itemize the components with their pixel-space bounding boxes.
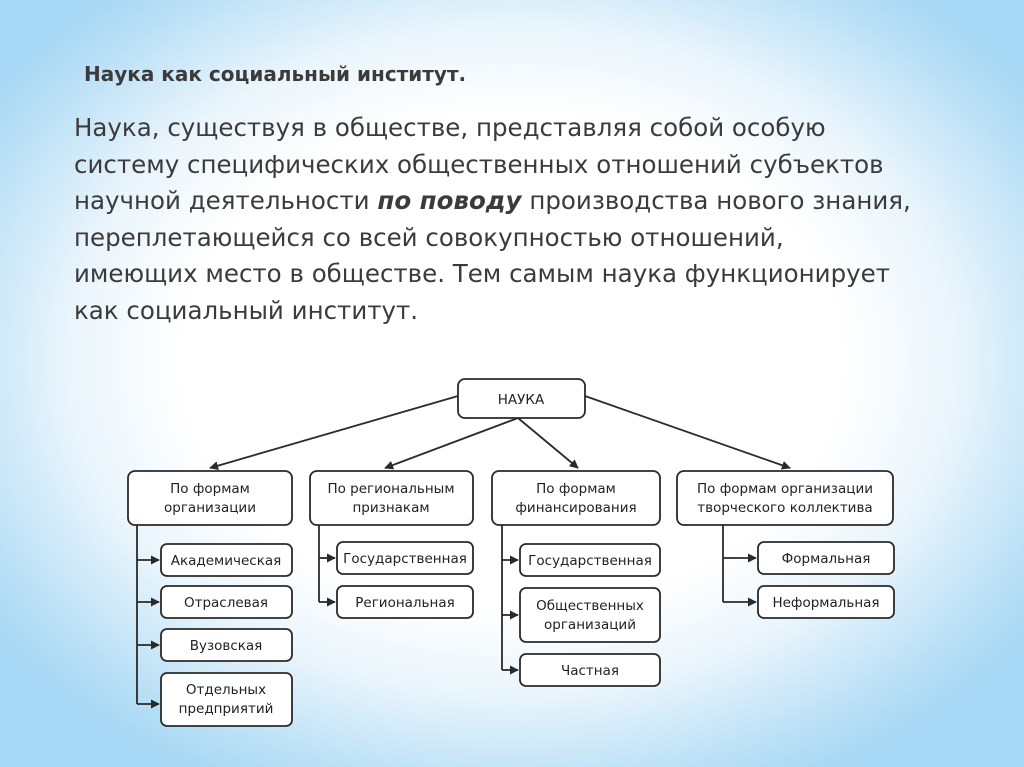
- category-title-line-1: По региональным: [327, 481, 454, 497]
- category-title-line-2: творческого коллектива: [697, 500, 872, 516]
- leaf-node-academic: Академическая: [160, 543, 293, 577]
- category-organization-forms: По формам организации Академическая Отра…: [127, 470, 293, 727]
- leaf-node-private: Частная: [519, 653, 661, 687]
- category-title-line-1: По формам: [170, 481, 250, 497]
- leaf-node-state: Государственная: [336, 541, 474, 575]
- leaf-label: Региональная: [355, 595, 454, 611]
- leaf-label: Отраслевая: [184, 595, 268, 611]
- category-title-line-2: организации: [164, 500, 256, 516]
- category-title-line-2: финансирования: [515, 500, 636, 516]
- arrow-root-to-cat2: [384, 417, 519, 470]
- leaf-label: Частная: [561, 663, 619, 679]
- leaf-label-line-2: организаций: [544, 617, 636, 633]
- leaf-label: Государственная: [343, 551, 467, 567]
- leaf-node-state-funding: Государственная: [519, 543, 661, 577]
- leaf-node-public-organizations: Общественных организаций: [519, 587, 661, 643]
- arrow-root-to-cat1: [209, 395, 459, 471]
- arrow-root-to-cat4: [584, 395, 791, 470]
- leaf-label-line-2: предприятий: [179, 701, 274, 717]
- paragraph-emphasis: по поводу: [377, 186, 522, 215]
- paragraph-part-2: производства нового знания, переплетающе…: [74, 186, 911, 325]
- leaf-label-line-1: Отдельных: [186, 682, 266, 698]
- paragraph-part-1: Наука, существуя в обществе, представляя…: [74, 113, 884, 215]
- leaf-node-informal: Неформальная: [757, 585, 895, 619]
- category-title-line-2: признакам: [352, 500, 429, 516]
- leaf-label: Неформальная: [772, 595, 879, 611]
- category-title-line-1: По формам организации: [697, 481, 873, 497]
- leaf-label: Государственная: [528, 553, 652, 569]
- root-label: НАУКА: [498, 392, 545, 408]
- leaf-label-line-1: Общественных: [536, 598, 644, 614]
- leaf-node-branch: Отраслевая: [160, 585, 293, 619]
- category-regional-features: По региональным признакам Государственна…: [309, 470, 474, 619]
- arrow-root-to-cat3: [517, 417, 579, 469]
- category-title-line-1: По формам: [536, 481, 616, 497]
- leaf-node-enterprises: Отдельных предприятий: [160, 672, 293, 727]
- leaf-label: Формальная: [782, 551, 871, 567]
- root-node: НАУКА: [457, 378, 586, 419]
- leaf-label: Академическая: [171, 553, 282, 569]
- slide-title: Наука как социальный институт.: [84, 62, 467, 86]
- category-financing-forms: По формам финансирования Государственная…: [491, 470, 661, 687]
- category-creative-team-forms: По формам организации творческого коллек…: [676, 470, 895, 619]
- leaf-node-university: Вузовская: [160, 628, 293, 662]
- slide-paragraph: Наука, существуя в обществе, представляя…: [74, 110, 914, 329]
- leaf-node-regional: Региональная: [336, 585, 474, 619]
- leaf-node-formal: Формальная: [757, 541, 895, 575]
- leaf-label: Вузовская: [190, 638, 263, 654]
